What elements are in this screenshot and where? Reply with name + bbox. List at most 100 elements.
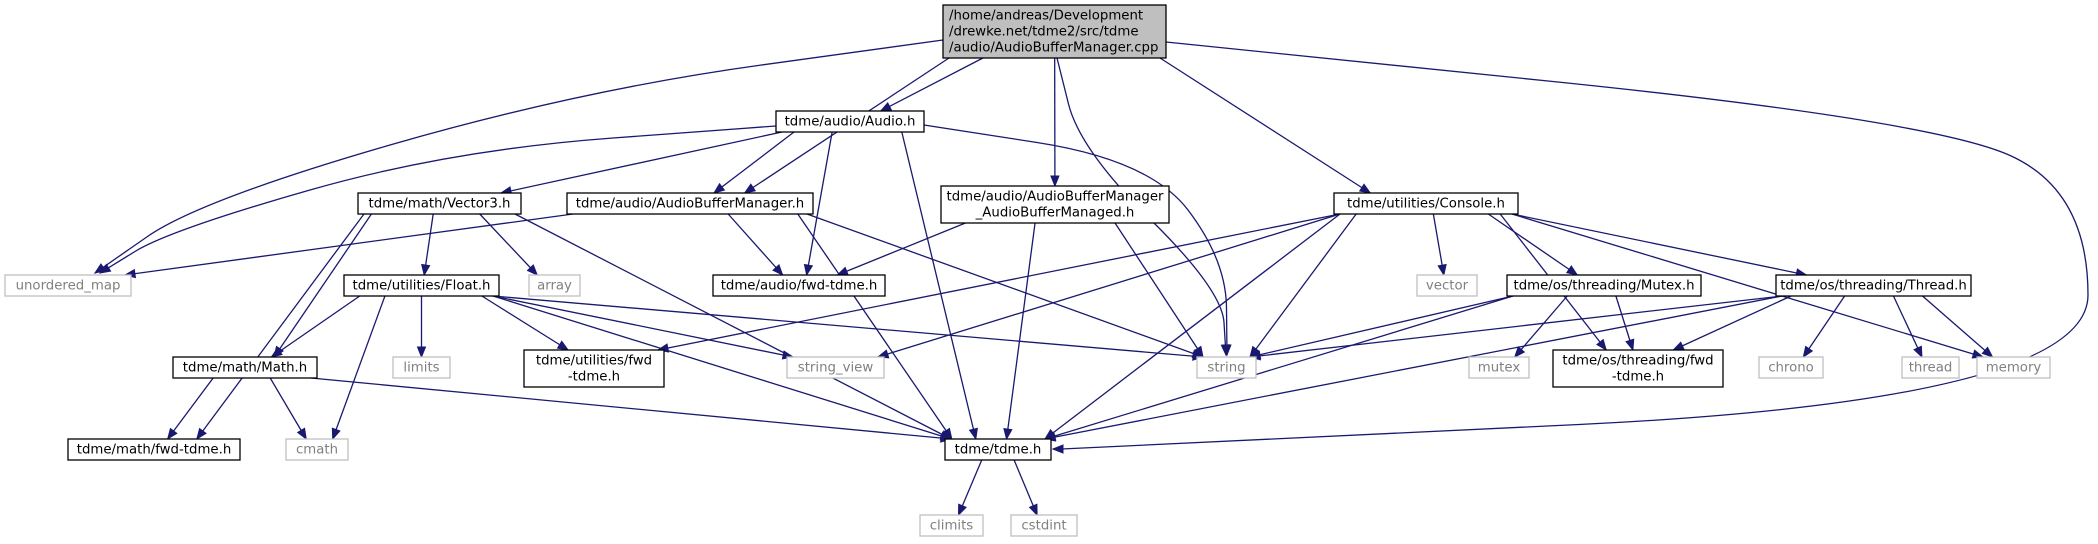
node-box [940, 185, 1170, 224]
node-console-h[interactable]: tdme/utilities/Console.h [1333, 192, 1519, 215]
node-box [285, 438, 349, 461]
node-box [523, 349, 665, 388]
edges-layer [93, 39, 2089, 517]
arrow-head-icon [421, 263, 431, 277]
edge-console_h-to-mutex_h [1487, 213, 1579, 276]
node-box [786, 356, 885, 379]
node-climits: climits [919, 514, 984, 537]
edge-float_h-to-cmath [331, 295, 386, 441]
arrow-head-icon [1565, 265, 1579, 276]
edge-thread_h-to-memory [1922, 295, 1994, 358]
node-label: -tdme.h [568, 370, 620, 385]
edge-abm_h-to-unordered_map [123, 213, 574, 279]
node-box [1552, 349, 1724, 388]
node-tdme-h[interactable]: tdme/tdme.h [944, 438, 1052, 461]
arrow-head-icon [1802, 345, 1814, 359]
node-box [4, 274, 132, 297]
node-label: array [537, 279, 572, 294]
arrow-head-icon [196, 427, 207, 441]
arrow-head-icon [296, 427, 307, 441]
node-label: tdme/utilities/Float.h [353, 279, 491, 294]
arrow-head-icon [556, 340, 570, 351]
node-root[interactable]: /home/andreas/Development/drewke.net/tdm… [942, 4, 1167, 59]
nodes-layer: /home/andreas/Development/drewke.net/tdm… [4, 4, 2051, 537]
edge-float_h-to-math_h [270, 295, 361, 358]
node-label: /audio/AudioBufferManager.cpp [949, 41, 1158, 56]
edge-vector3_h-to-array [479, 213, 539, 276]
arrow-head-icon [1051, 444, 1064, 454]
node-box [919, 514, 984, 537]
arrow-head-icon [1222, 344, 1232, 357]
node-thread-fwd[interactable]: tdme/os/threading/fwd-tdme.h [1552, 349, 1724, 388]
arrow-head-icon [1028, 503, 1038, 517]
edge-console_h-to-thread_h [1511, 213, 1808, 278]
node-thread: thread [1901, 356, 1960, 379]
node-util-fwd[interactable]: tdme/utilities/fwd-tdme.h [523, 349, 665, 388]
edge-audio_h-to-abm_h [712, 131, 795, 194]
edge-mutex_h-to-string [1248, 295, 1514, 360]
node-cstdint: cstdint [1010, 514, 1078, 537]
node-vector3-h[interactable]: tdme/math/Vector3.h [357, 192, 522, 215]
node-label: memory [1986, 361, 2042, 376]
arrow-head-icon [331, 427, 341, 441]
arrow-head-icon [1913, 345, 1923, 359]
arrow-head-icon [968, 427, 978, 441]
node-box [1333, 192, 1519, 215]
arrow-head-icon [1050, 175, 1060, 188]
edge-float_h-to-limits [416, 296, 427, 359]
node-audio-fwd[interactable]: tdme/audio/fwd-tdme.h [712, 274, 886, 297]
arrow-head-icon [166, 427, 178, 441]
node-box [392, 356, 451, 379]
node-box [1901, 356, 1960, 379]
node-math-h[interactable]: tdme/math/Math.h [172, 356, 318, 379]
node-box [1976, 356, 2051, 379]
node-label: /home/andreas/Development [949, 9, 1143, 24]
arrow-head-icon [1596, 338, 1608, 352]
node-box [357, 192, 522, 215]
node-box [67, 438, 241, 461]
node-abm-h[interactable]: tdme/audio/AudioBufferManager.h [566, 192, 814, 215]
node-box [1010, 514, 1078, 537]
node-float-h[interactable]: tdme/utilities/Float.h [343, 274, 500, 297]
edge-root-to-unordered_map [93, 39, 944, 274]
node-label: tdme/os/threading/Mutex.h [1513, 279, 1694, 294]
edge-abm_h-to-tdme_h [797, 213, 953, 441]
node-box [1506, 274, 1702, 297]
arrow-head-icon [270, 347, 283, 358]
node-label: mutex [1478, 361, 1521, 376]
node-label: limits [403, 361, 439, 376]
edge-math_h-to-cmath [269, 377, 307, 441]
node-math-fwd[interactable]: tdme/math/fwd-tdme.h [67, 438, 241, 461]
node-label: chrono [1768, 361, 1814, 376]
edge-console_h-to-vector [1432, 213, 1447, 277]
edge-abmm_h-to-tdme_h [1003, 222, 1036, 441]
arrow-head-icon [98, 263, 112, 274]
arrow-head-icon [1003, 427, 1013, 441]
edge-audio_h-to-vector3_h [499, 131, 783, 196]
node-audio-h[interactable]: tdme/audio/Audio.h [775, 110, 925, 133]
node-limits: limits [392, 356, 451, 379]
node-mutex-h[interactable]: tdme/os/threading/Mutex.h [1506, 274, 1702, 297]
node-memory: memory [1976, 356, 2051, 379]
node-label: /drewke.net/tdme2/src/tdme [949, 25, 1139, 40]
arrow-head-icon [1358, 183, 1372, 194]
edge-thread_h-to-thread [1892, 295, 1923, 359]
arrow-head-icon [1193, 345, 1204, 359]
arrow-head-icon [1437, 263, 1447, 277]
edge-root-to-console_h [1159, 57, 1372, 194]
node-box [712, 274, 886, 297]
node-thread-h[interactable]: tdme/os/threading/Thread.h [1775, 274, 1972, 297]
arrow-head-icon [1625, 338, 1635, 352]
edge-thread_h-to-thread_fwd [1672, 295, 1792, 351]
node-box [942, 4, 1167, 59]
node-label: cmath [296, 443, 338, 458]
edge-audio_h-to-audio_fwd [803, 131, 833, 277]
arrow-head-icon [1513, 345, 1526, 359]
node-label: -tdme.h [1612, 370, 1664, 385]
node-box [566, 192, 814, 215]
arrow-head-icon [836, 266, 849, 276]
node-box [1775, 274, 1972, 297]
node-unordered-map: unordered_map [4, 274, 132, 297]
node-label: tdme/utilities/Console.h [1347, 197, 1505, 212]
node-abmm-h[interactable]: tdme/audio/AudioBufferManager_AudioBuffe… [940, 185, 1170, 224]
